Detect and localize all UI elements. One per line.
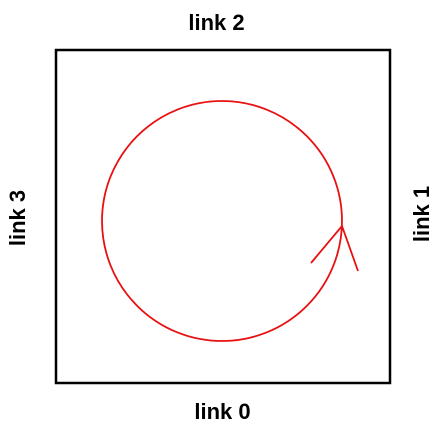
loop-direction-arrow [310,224,359,272]
loop-circle [101,100,343,342]
link-label-right: link 1 [409,185,433,243]
link-label-left: link 3 [5,189,30,247]
link-label-top: link 2 [188,10,245,35]
square-frame [54,48,392,385]
link-label-bottom: link 0 [194,399,251,424]
